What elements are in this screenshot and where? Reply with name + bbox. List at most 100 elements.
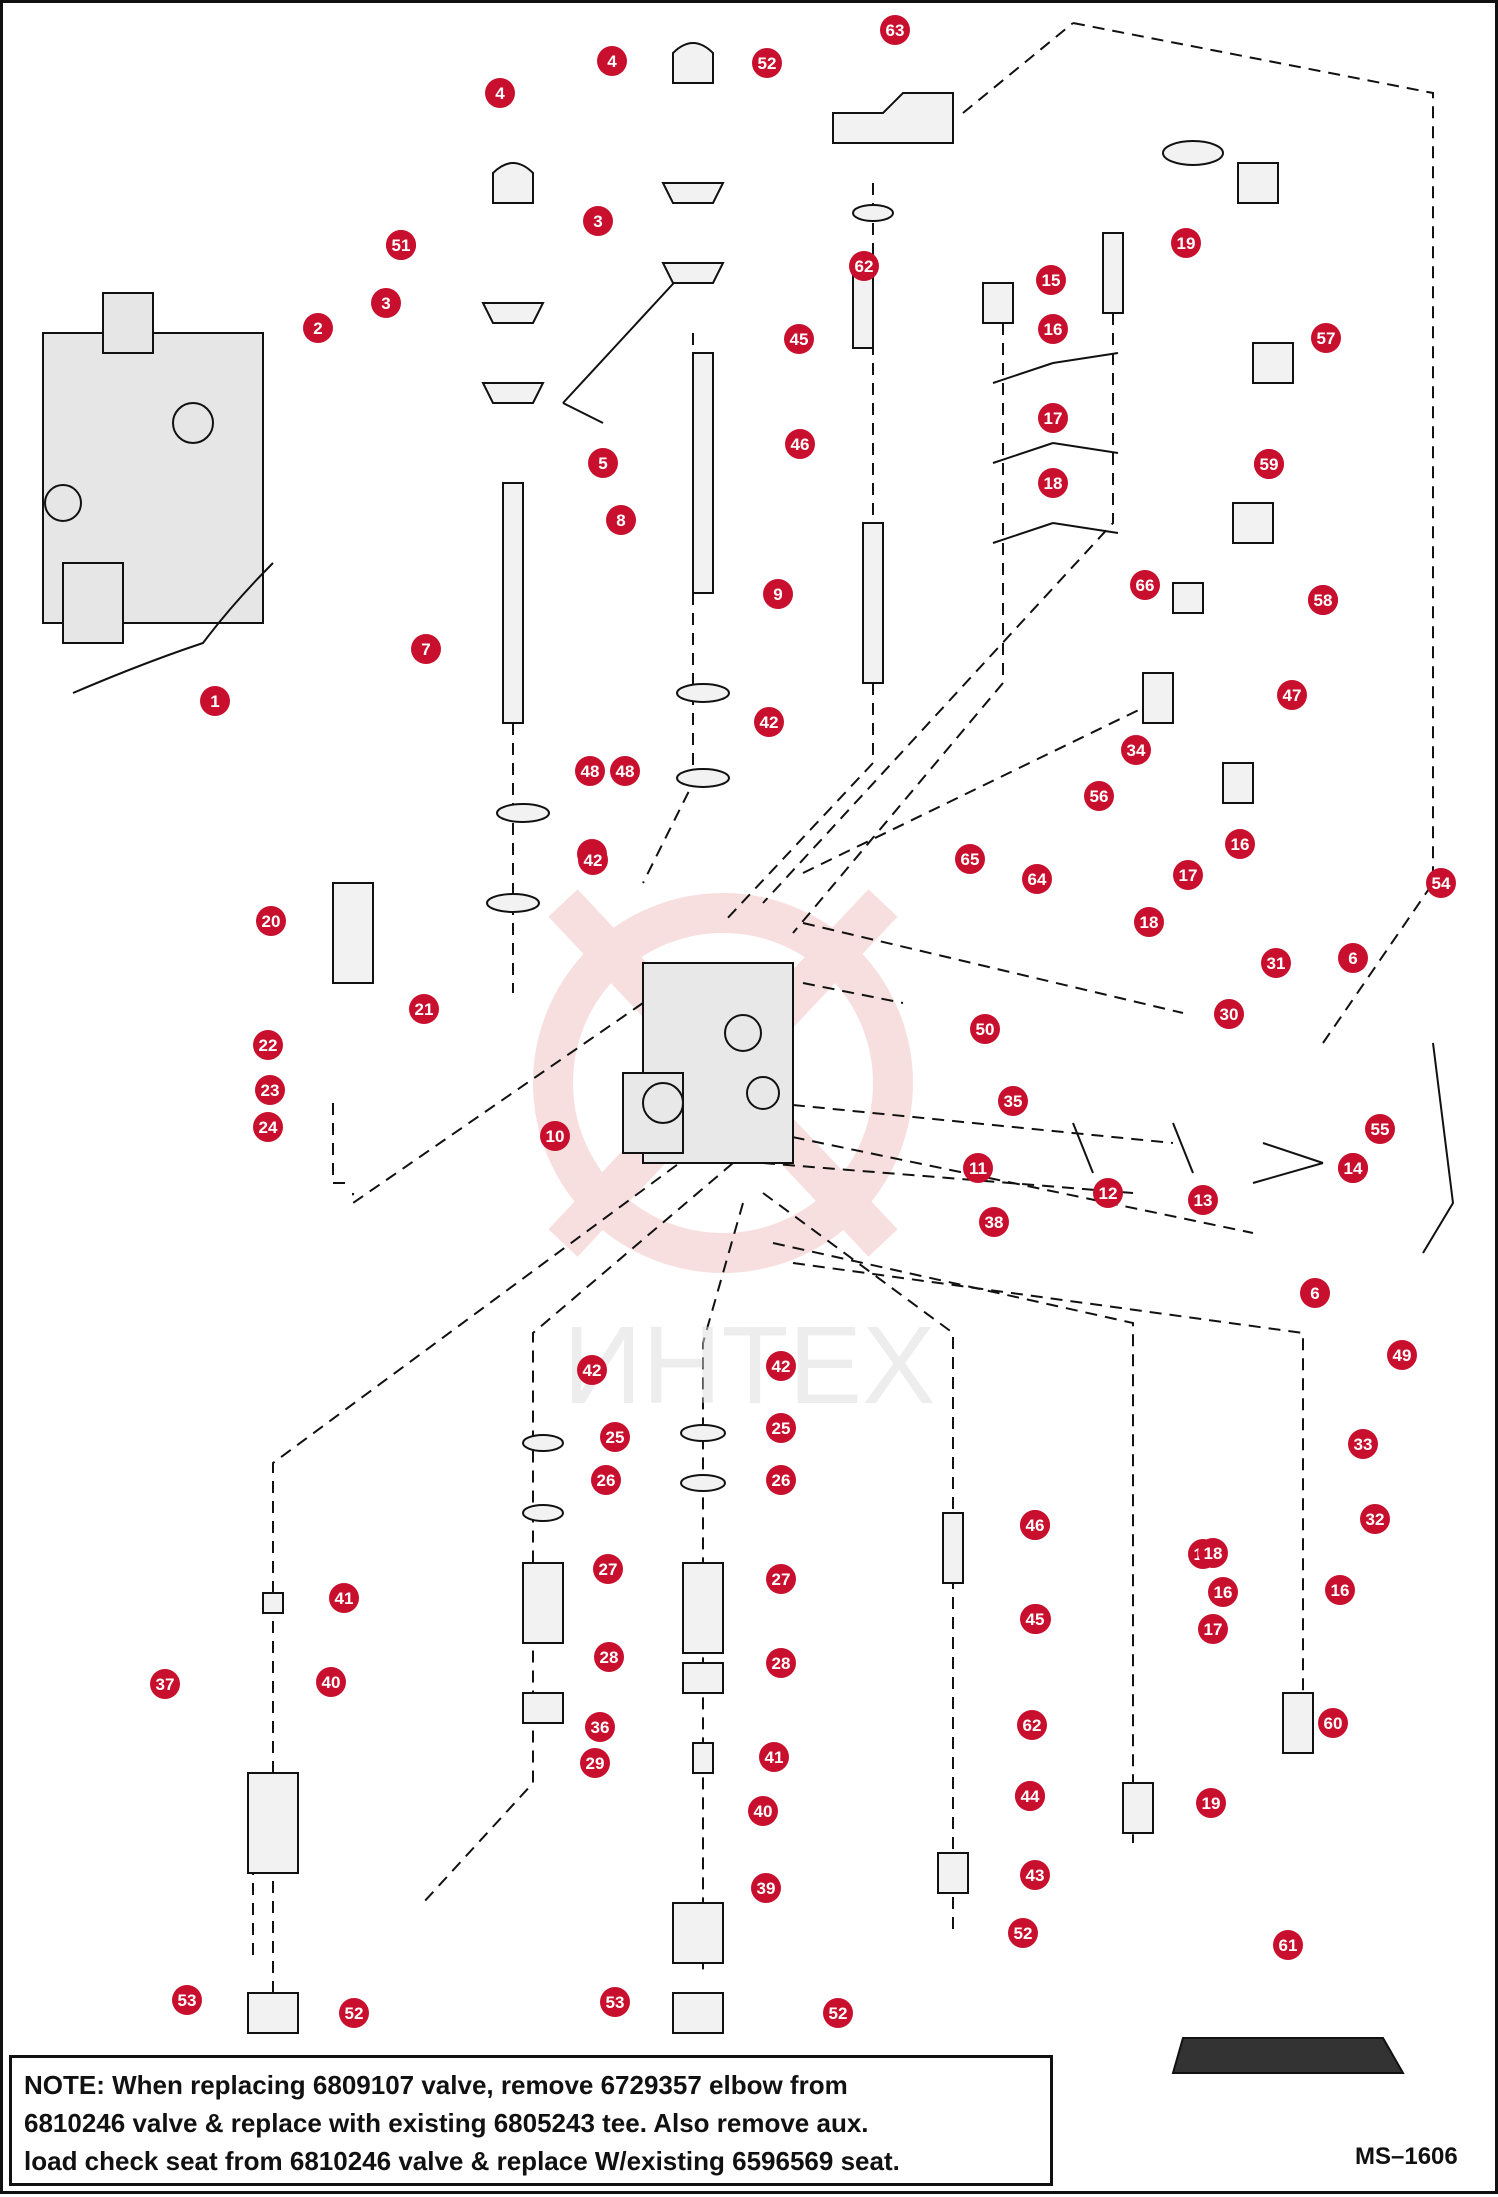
callout-16: 16 xyxy=(1208,1577,1238,1607)
callout-5: 5 xyxy=(588,448,618,478)
callout-56: 56 xyxy=(1084,781,1114,811)
callout-label: 18 xyxy=(1204,1544,1223,1563)
callout-marker xyxy=(1325,1575,1355,1605)
callout-label: 12 xyxy=(1099,1184,1118,1203)
callout-label: 5 xyxy=(598,454,607,473)
drawing-id: MS–1606 xyxy=(1355,2143,1458,2170)
callout-51: 51 xyxy=(386,230,416,260)
callout-label: 30 xyxy=(1220,1005,1239,1024)
callout-52: 52 xyxy=(1008,1918,1038,1948)
callout-label: 58 xyxy=(1314,591,1333,610)
callout-16: 16 xyxy=(1038,314,1068,344)
callout-label: 31 xyxy=(1267,954,1286,973)
note-line-1: NOTE: When replacing 6809107 valve, remo… xyxy=(24,2070,848,2100)
callout-8: 8 xyxy=(606,505,636,535)
callout-marker xyxy=(1348,1429,1378,1459)
callout-60: 60 xyxy=(1318,1708,1348,1738)
callout-marker xyxy=(600,1422,630,1452)
callout-59: 59 xyxy=(1254,449,1284,479)
note-line-2: 6810246 valve & replace with existing 68… xyxy=(24,2108,869,2138)
callout-28: 28 xyxy=(766,1648,796,1678)
callout-66: 66 xyxy=(1130,570,1160,600)
callout-16: 16 xyxy=(1225,829,1255,859)
callout-marker xyxy=(1208,1577,1238,1607)
callout-label: 1 xyxy=(210,692,219,711)
callout-35: 35 xyxy=(998,1086,1028,1116)
callout-marker xyxy=(1318,1708,1348,1738)
callout-label: 48 xyxy=(581,762,600,781)
callout-marker xyxy=(1300,1278,1330,1308)
callout-47: 47 xyxy=(1277,680,1307,710)
callout-marker xyxy=(409,994,439,1024)
callout-label: 56 xyxy=(1090,787,1109,806)
callout-label: 3 xyxy=(593,212,602,231)
callout-label: 38 xyxy=(985,1213,1004,1232)
callout-17: 17 xyxy=(1198,1614,1228,1644)
callout-label: 18 xyxy=(1140,913,1159,932)
callout-marker xyxy=(540,1121,570,1151)
callout-marker xyxy=(1020,1860,1050,1890)
callout-label: 55 xyxy=(1371,1120,1390,1139)
callout-marker xyxy=(1173,860,1203,890)
callout-label: 16 xyxy=(1331,1581,1350,1600)
callout-63: 63 xyxy=(880,15,910,45)
callout-44: 44 xyxy=(1015,1781,1045,1811)
callout-label: 49 xyxy=(1393,1346,1412,1365)
callout-65: 65 xyxy=(955,844,985,874)
callout-40: 40 xyxy=(748,1796,778,1826)
callout-label: 32 xyxy=(1366,1510,1385,1529)
callout-marker xyxy=(1038,314,1068,344)
note-line-3: load check seat from 6810246 valve & rep… xyxy=(24,2146,900,2176)
callout-label: 4 xyxy=(607,52,617,71)
callout-marker xyxy=(303,313,333,343)
callout-marker xyxy=(1338,943,1368,973)
callout-label: 15 xyxy=(1042,271,1061,290)
callout-label: 26 xyxy=(772,1471,791,1490)
callout-marker xyxy=(411,634,441,664)
callout-label: 14 xyxy=(1344,1159,1363,1178)
callout-marker xyxy=(593,1554,623,1584)
callout-marker xyxy=(1038,468,1068,498)
callout-marker xyxy=(1130,570,1160,600)
callout-label: 53 xyxy=(178,1991,197,2010)
callout-label: 60 xyxy=(1324,1714,1343,1733)
callout-marker xyxy=(316,1667,346,1697)
callout-marker xyxy=(253,1112,283,1142)
callout-marker xyxy=(766,1465,796,1495)
callout-label: 27 xyxy=(599,1560,618,1579)
callout-label: 19 xyxy=(1177,234,1196,253)
callout-marker xyxy=(1214,999,1244,1029)
callout-label: 35 xyxy=(1004,1092,1023,1111)
callout-label: 39 xyxy=(757,1879,776,1898)
callout-42: 42 xyxy=(754,707,784,737)
callout-label: 28 xyxy=(600,1648,619,1667)
callout-marker xyxy=(1020,1604,1050,1634)
callout-marker xyxy=(1273,1930,1303,1960)
callout-29: 29 xyxy=(580,1748,610,1778)
callout-9: 9 xyxy=(763,579,793,609)
callout-marker xyxy=(588,448,618,478)
callout-marker xyxy=(485,78,515,108)
callout-marker xyxy=(1008,1918,1038,1948)
callout-marker xyxy=(610,756,640,786)
callout-31: 31 xyxy=(1261,948,1291,978)
callout-45: 45 xyxy=(1020,1604,1050,1634)
callout-label: 25 xyxy=(606,1428,625,1447)
callout-marker xyxy=(1015,1781,1045,1811)
callout-label: 52 xyxy=(758,54,777,73)
callout-label: 51 xyxy=(392,236,411,255)
callout-61: 61 xyxy=(1273,1930,1303,1960)
callout-marker xyxy=(1254,449,1284,479)
callout-marker xyxy=(1036,265,1066,295)
callout-48: 48 xyxy=(575,756,605,786)
callout-label: 16 xyxy=(1214,1583,1233,1602)
callout-marker xyxy=(585,1712,615,1742)
connection-lines xyxy=(252,22,1434,1993)
callout-label: 36 xyxy=(591,1718,610,1737)
callout-45: 45 xyxy=(784,324,814,354)
callout-label: 27 xyxy=(772,1570,791,1589)
callout-marker xyxy=(329,1583,359,1613)
callout-label: 8 xyxy=(616,511,625,530)
callout-25: 25 xyxy=(600,1422,630,1452)
callout-marker xyxy=(371,288,401,318)
